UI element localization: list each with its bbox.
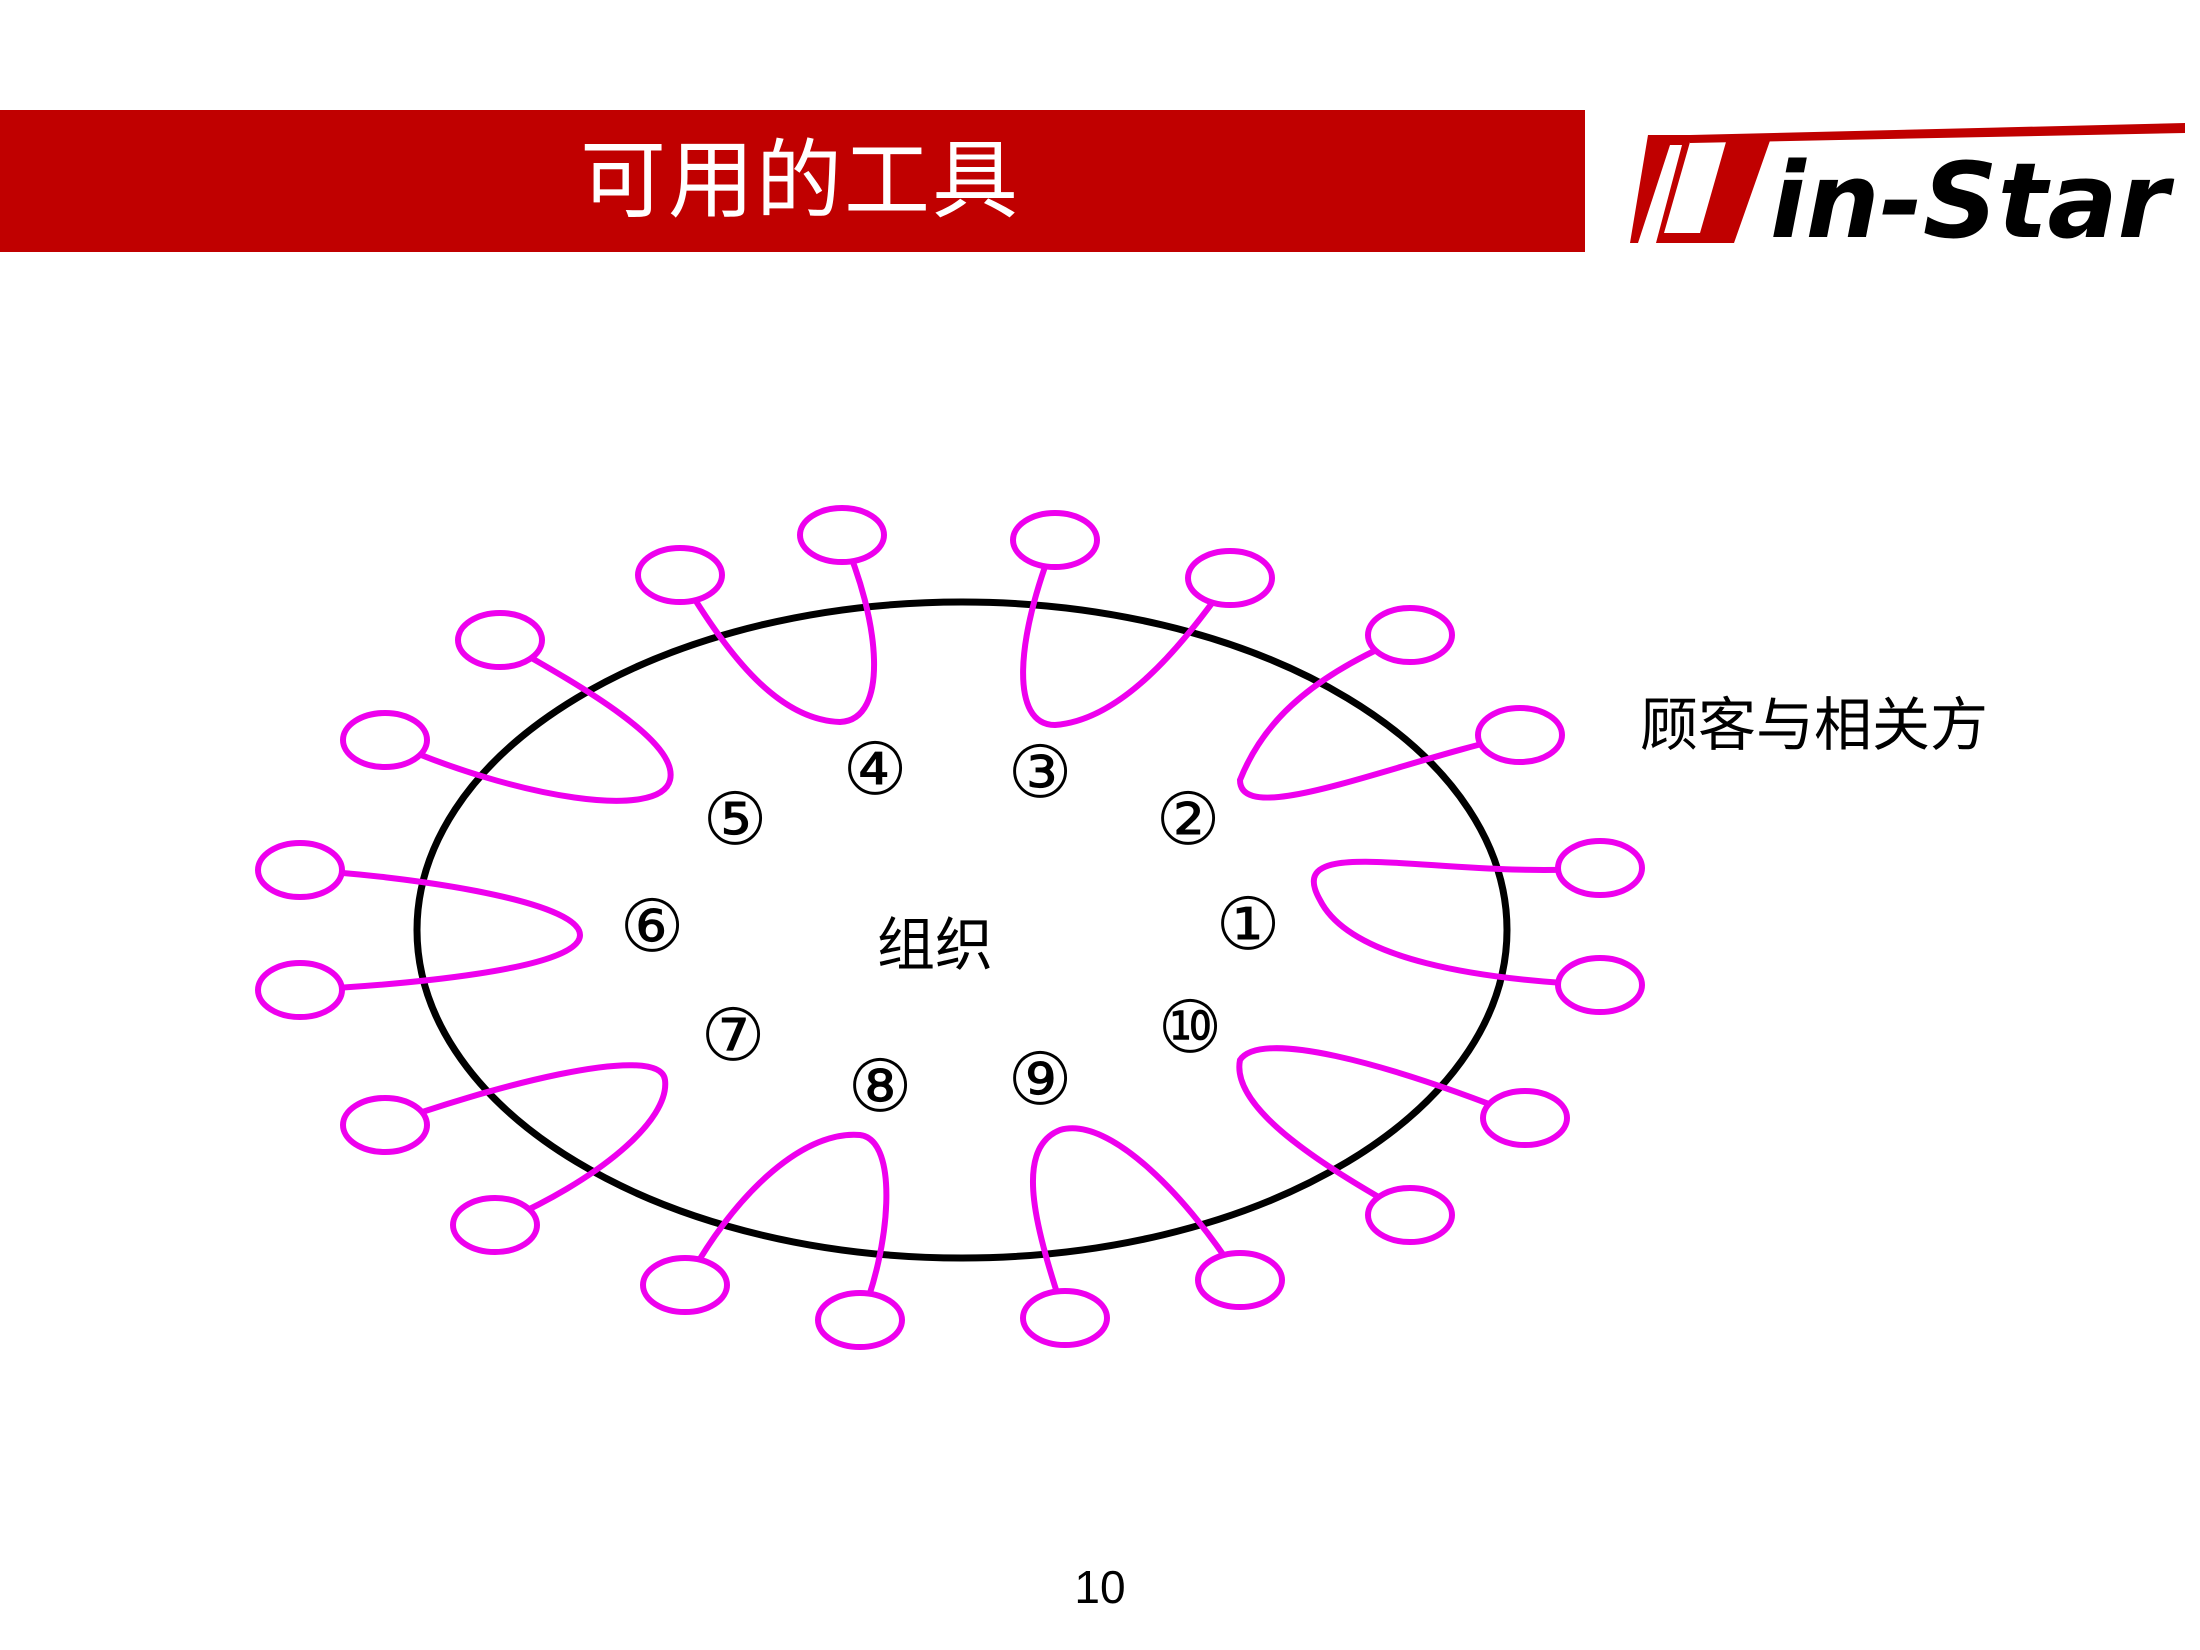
- organization-ellipse: [413, 598, 1511, 1262]
- process-number: ④: [843, 727, 908, 811]
- customers-stakeholders-label: 顾客与相关方: [1640, 691, 1989, 759]
- win-star-logo: in-Star: [1630, 123, 2185, 255]
- stakeholder-loop: [677, 533, 877, 726]
- page-number: 10: [1074, 1561, 1126, 1613]
- process-number: ①: [1216, 882, 1281, 966]
- stakeholder-loop: [1236, 632, 1521, 801]
- stakeholder-bubble: [340, 1095, 430, 1155]
- process-number: ②: [1156, 777, 1221, 861]
- stakeholder-bubble: [1475, 705, 1565, 765]
- stakeholder-bubble: [640, 1255, 730, 1315]
- stakeholder-loop: [1236, 1045, 1527, 1218]
- stakeholder-bubble: [455, 610, 545, 670]
- stakeholder-bubble: [1010, 510, 1100, 570]
- stakeholder-loop: [682, 1131, 890, 1322]
- stakeholder-bubble: [1020, 1288, 1110, 1348]
- stakeholder-loops: [299, 533, 1601, 1322]
- title-bar: [0, 110, 1585, 252]
- stakeholder-bubble: [635, 545, 725, 605]
- stakeholder-bubble: [1365, 1185, 1455, 1245]
- process-number: ⑦: [701, 993, 766, 1077]
- stakeholder-loop: [1020, 538, 1233, 729]
- stakeholder-bubble: [450, 1195, 540, 1255]
- stakeholder-bubble: [1195, 1250, 1285, 1310]
- process-number: ⑩: [1158, 985, 1223, 1069]
- stakeholder-bubble: [1480, 1088, 1570, 1148]
- process-number: ⑨: [1008, 1037, 1073, 1121]
- stakeholder-bubble: [340, 710, 430, 770]
- process-number: ⑥: [620, 884, 685, 968]
- stakeholder-loop: [383, 637, 674, 804]
- stakeholder-loop: [383, 1062, 669, 1228]
- stakeholder-loop: [1310, 858, 1601, 988]
- stakeholder-bubble: [1365, 605, 1455, 665]
- stakeholder-bubble: [1185, 548, 1275, 608]
- stakeholder-bubbles: [255, 505, 1645, 1350]
- process-number: ⑤: [703, 777, 768, 861]
- center-label: 组织: [877, 911, 993, 979]
- stakeholder-bubble: [797, 505, 887, 565]
- stakeholder-bubble: [255, 960, 345, 1020]
- logo-swoosh-line: [1690, 123, 2185, 143]
- stakeholder-loop: [1030, 1125, 1243, 1319]
- page-title: 可用的工具: [580, 131, 1020, 231]
- stakeholder-bubble: [815, 1290, 905, 1350]
- stakeholder-bubble: [1555, 955, 1645, 1015]
- process-number: ③: [1008, 730, 1073, 814]
- stakeholder-loop: [299, 867, 584, 993]
- process-number: ⑧: [848, 1044, 913, 1128]
- stakeholder-bubble: [1555, 838, 1645, 898]
- logo-wordmark: in-Star: [1770, 140, 2175, 255]
- stakeholder-bubble: [255, 840, 345, 900]
